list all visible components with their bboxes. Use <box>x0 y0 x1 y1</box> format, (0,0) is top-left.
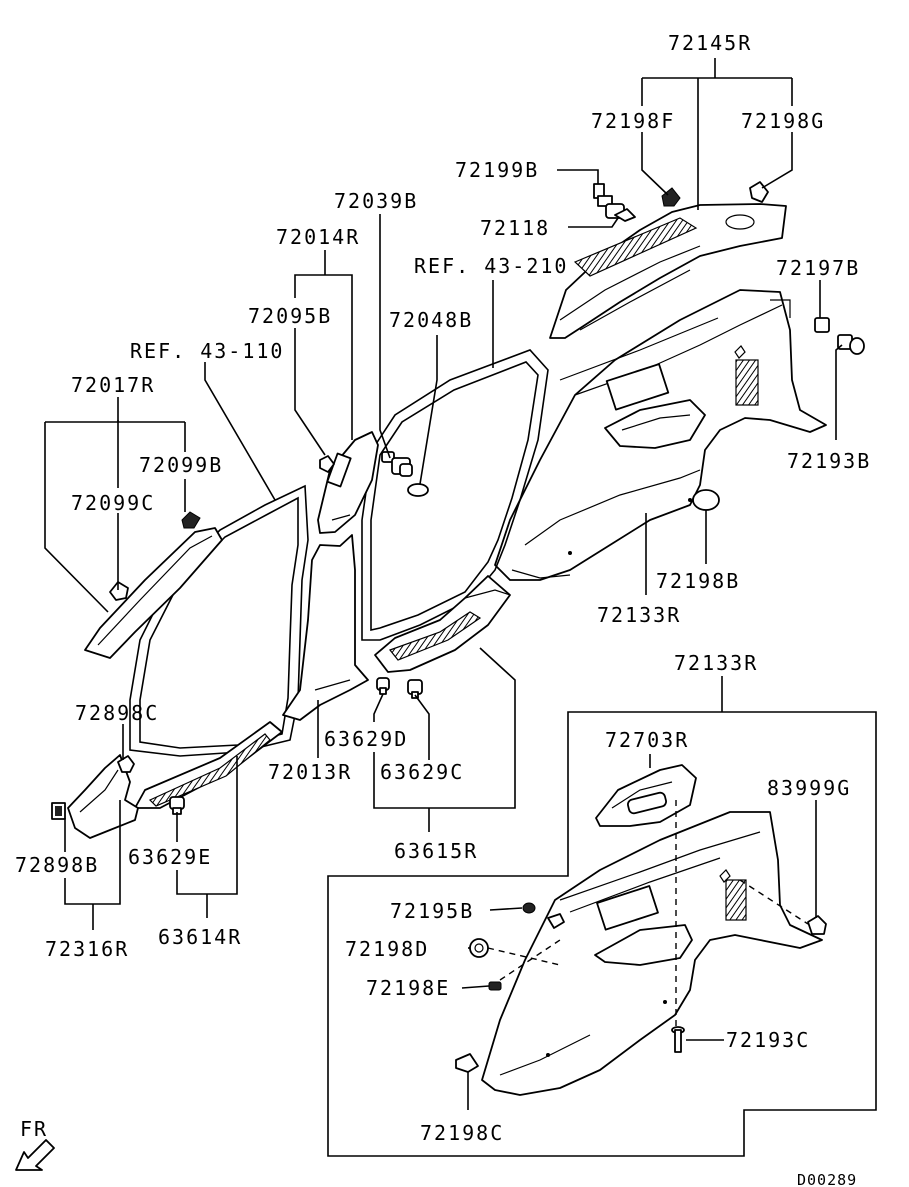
label-72198C: 72198C <box>420 1121 504 1145</box>
label-72017R: 72017R <box>71 373 155 397</box>
clip-72118 <box>614 208 636 222</box>
label-72099B: 72099B <box>139 453 223 477</box>
label-ref-43-210: REF. 43-210 <box>414 254 568 278</box>
label-72145R: 72145R <box>668 31 752 55</box>
front-scuff-plate-63614R <box>134 721 283 809</box>
label-72195B: 72195B <box>390 899 474 923</box>
center-pillar-upper-72014R <box>317 431 379 534</box>
label-72703R: 72703R <box>605 728 689 752</box>
screw-72193C <box>671 1026 685 1053</box>
label-72197B: 72197B <box>776 256 860 280</box>
clip-72198F <box>661 187 681 207</box>
clip-72898C <box>117 755 135 773</box>
label-63629D: 63629D <box>324 727 408 751</box>
label-72133R: 72133R <box>597 603 681 627</box>
rear-weatherstrip <box>361 349 549 641</box>
label-ref-43-110: REF. 43-110 <box>130 339 284 363</box>
label-72095B: 72095B <box>248 304 332 328</box>
center-pillar-lower-72013R <box>282 534 369 721</box>
rear-quarter-trim-72133R-detail <box>481 811 823 1096</box>
label-72193C: 72193C <box>726 1028 810 1052</box>
label-63629C: 63629C <box>380 760 464 784</box>
detail-inset-box <box>327 711 877 1157</box>
clip-72898B <box>51 802 66 820</box>
drawing-id: D00289 <box>797 1171 857 1187</box>
rear-quarter-trim-72133R-main <box>494 289 827 581</box>
clip-72195B <box>522 902 536 914</box>
clip-63629E <box>169 796 185 815</box>
part-labels: 72145R 72198F 72198G 72199B 72039B 72118… <box>15 31 871 1145</box>
label-63614R: 63614R <box>158 925 242 949</box>
label-72048B: 72048B <box>389 308 473 332</box>
armrest-72703R <box>595 764 697 827</box>
label-72039B: 72039B <box>334 189 418 213</box>
label-63615R: 63615R <box>394 839 478 863</box>
label-72014R: 72014R <box>276 225 360 249</box>
a-pillar-trim-72017R <box>84 527 223 659</box>
label-72013R: 72013R <box>268 760 352 784</box>
rear-scuff-plate-63615R <box>374 575 511 673</box>
clip-83999G <box>807 915 827 935</box>
front-direction-label: FR <box>20 1117 48 1141</box>
clip-72198C <box>455 1053 479 1073</box>
clip-72198B <box>692 489 720 511</box>
clip-72048B <box>407 483 429 497</box>
clip-72198E <box>488 981 502 991</box>
front-direction-arrow-icon <box>15 1139 55 1171</box>
clip-72039B <box>381 451 413 477</box>
label-72898C: 72898C <box>75 701 159 725</box>
clip-72197B <box>814 317 830 333</box>
label-72133R-detail: 72133R <box>674 651 758 675</box>
clip-72198G <box>749 181 769 203</box>
clip-72099C <box>109 581 129 601</box>
label-72898B: 72898B <box>15 853 99 877</box>
clip-63629D <box>376 677 390 695</box>
label-72198B: 72198B <box>656 569 740 593</box>
clip-72099B <box>181 511 201 529</box>
clip-72095B <box>319 455 335 473</box>
label-72199B: 72199B <box>455 158 539 182</box>
clip-72193B <box>837 334 865 355</box>
label-72198F: 72198F <box>591 109 675 133</box>
label-72316R: 72316R <box>45 937 129 961</box>
front-direction-indicator: FR <box>15 1117 55 1171</box>
label-63629E: 63629E <box>128 845 212 869</box>
label-83999G: 83999G <box>767 776 851 800</box>
label-72118: 72118 <box>480 216 550 240</box>
label-72198G: 72198G <box>741 109 825 133</box>
leader-lines <box>44 58 843 1110</box>
label-72198E: 72198E <box>366 976 450 1000</box>
clip-72198D <box>469 938 489 958</box>
upper-rear-trim-72145R <box>549 203 787 339</box>
label-72193B: 72193B <box>787 449 871 473</box>
label-72198D: 72198D <box>345 937 429 961</box>
label-72099C: 72099C <box>71 491 155 515</box>
